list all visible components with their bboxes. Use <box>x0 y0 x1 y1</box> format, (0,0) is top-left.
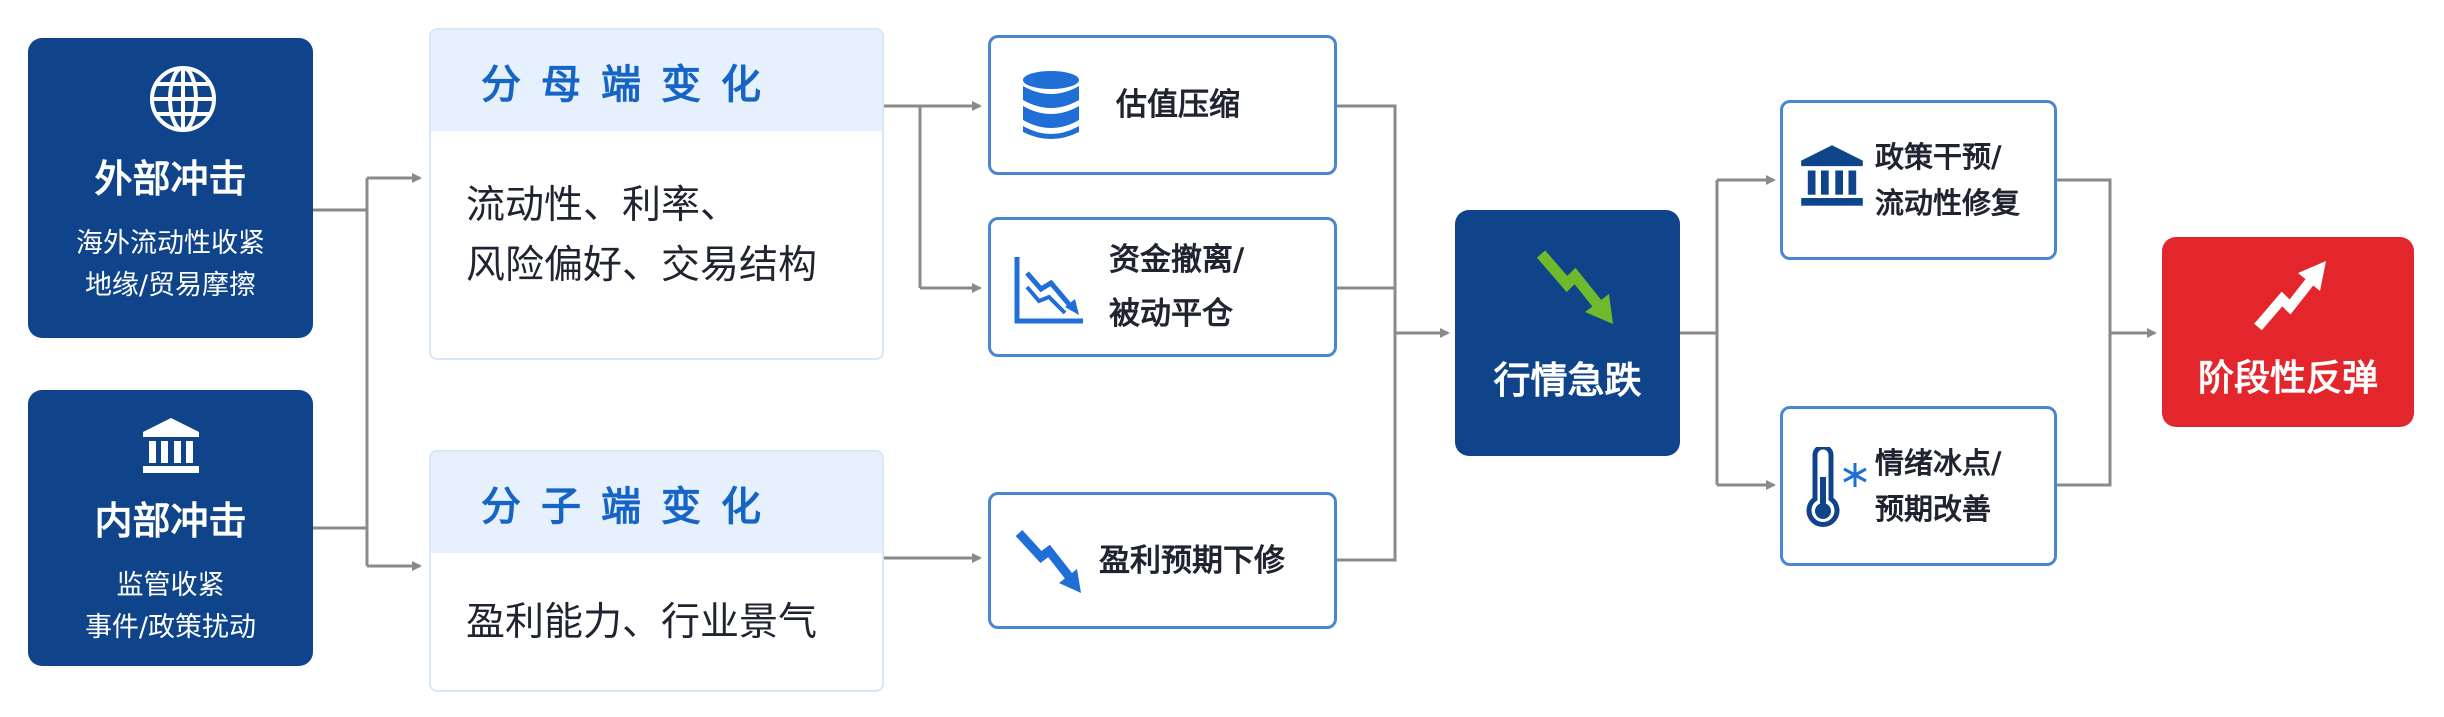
bank-icon <box>1801 145 1863 206</box>
policy-line-1: 政策干预/ <box>1875 140 2002 174</box>
declining-chart-icon <box>1014 257 1083 324</box>
globe-icon <box>150 66 216 132</box>
up-trend-arrow-icon <box>2254 261 2326 331</box>
sentiment-line-2: 预期改善 <box>1875 492 1992 526</box>
sentiment-text: 情绪冰点/ 预期改善 <box>1875 440 2002 532</box>
sentiment-line-1: 情绪冰点/ <box>1875 446 2002 480</box>
database-icon <box>1023 71 1079 139</box>
valuation-label: 估值压缩 <box>1116 87 1240 123</box>
connector-nodes-merge <box>1337 104 1397 562</box>
capital-text: 资金撤离/ 被动平仓 <box>1109 233 1244 341</box>
denominator-line-1: 流动性、利率、 <box>466 183 740 228</box>
external-shock-line-2: 地缘/贸易摩擦 <box>84 270 257 301</box>
rebound-label: 阶段性反弹 <box>2197 358 2378 399</box>
rebound-box: 阶段性反弹 <box>2162 237 2414 427</box>
external-shock-box: 外部冲击 海外流动性收紧 地缘/贸易摩擦 <box>28 38 313 338</box>
numerator-line-1: 盈利能力、行业景气 <box>466 600 818 645</box>
down-trend-arrow-icon <box>1537 250 1613 324</box>
down-trend-arrow-icon <box>1015 529 1081 593</box>
earnings-node: 盈利预期下修 <box>988 492 1337 629</box>
internal-shock-line-1: 监管收紧 <box>116 570 225 601</box>
earnings-label: 盈利预期下修 <box>1099 542 1285 579</box>
capital-line-2: 被动平仓 <box>1109 296 1233 332</box>
valuation-node: 估值压缩 <box>988 35 1337 175</box>
denominator-title: 分母端变化 <box>431 30 882 131</box>
policy-line-2: 流动性修复 <box>1875 186 2021 220</box>
denominator-line-2: 风险偏好、交易结构 <box>466 243 818 288</box>
plunge-box: 行情急跌 <box>1455 210 1680 456</box>
numerator-title: 分子端变化 <box>431 452 882 553</box>
sentiment-node: 情绪冰点/ 预期改善 <box>1780 406 2057 566</box>
bank-icon <box>143 418 199 473</box>
capital-line-1: 资金撤离/ <box>1109 242 1245 278</box>
policy-node: 政策干预/ 流动性修复 <box>1780 100 2057 260</box>
capital-node: 资金撤离/ 被动平仓 <box>988 217 1337 357</box>
external-shock-line-1: 海外流动性收紧 <box>76 228 265 259</box>
internal-shock-box: 内部冲击 监管收紧 事件/政策扰动 <box>28 390 313 666</box>
internal-shock-line-2: 事件/政策扰动 <box>84 612 257 643</box>
denominator-panel: 分母端变化 流动性、利率、 风险偏好、交易结构 <box>429 28 884 360</box>
policy-text: 政策干预/ 流动性修复 <box>1875 134 2020 226</box>
plunge-label: 行情急跌 <box>1493 359 1642 402</box>
thermometer-snowflake-icon <box>1806 447 1867 527</box>
numerator-panel: 分子端变化 盈利能力、行业景气 <box>429 450 884 692</box>
connector-recovery-merge <box>2057 178 2112 487</box>
external-shock-title: 外部冲击 <box>94 157 247 201</box>
internal-shock-title: 内部冲击 <box>94 499 247 543</box>
